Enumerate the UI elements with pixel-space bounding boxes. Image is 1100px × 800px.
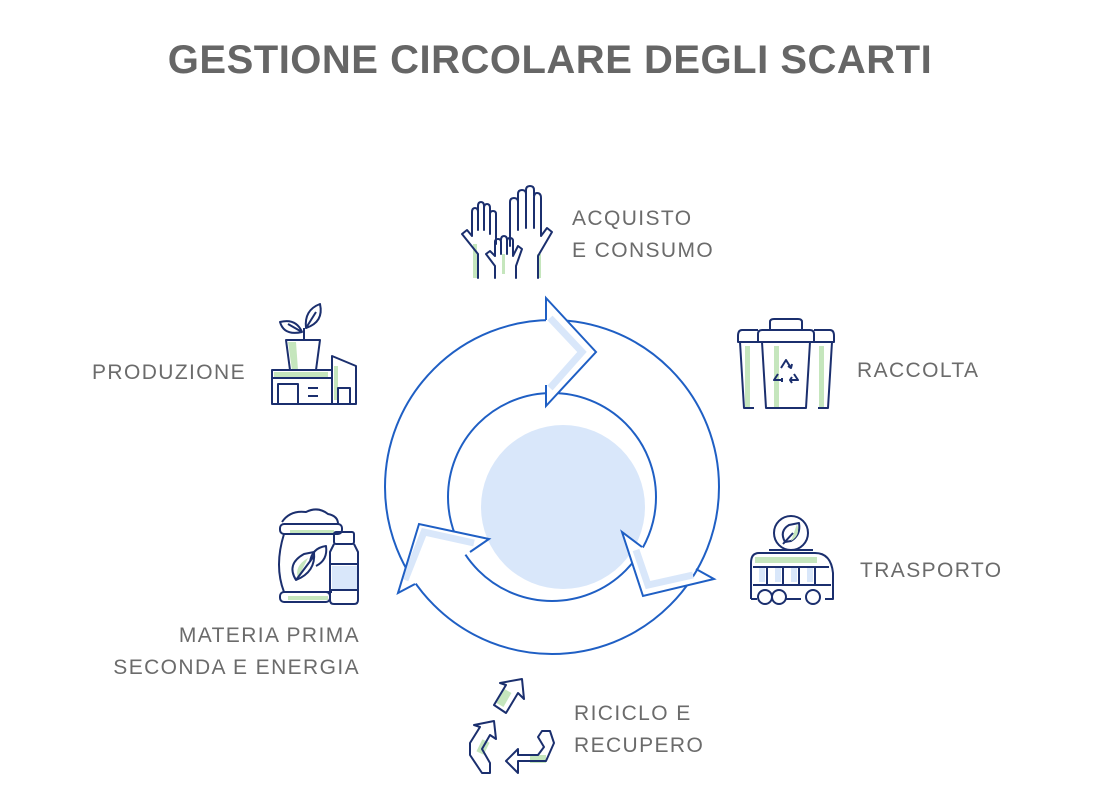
raised-hands-icon bbox=[461, 185, 553, 279]
stage-label-materia: MATERIA PRIMA SECONDA E ENERGIA bbox=[113, 620, 360, 684]
cycle-arrow-top bbox=[545, 295, 598, 409]
cycle-arrow-bottom-right bbox=[620, 529, 717, 598]
label-line: MATERIA PRIMA bbox=[178, 624, 360, 647]
label-line: E CONSUMO bbox=[572, 239, 715, 262]
stage-label-acquisto: ACQUISTO E CONSUMO bbox=[572, 203, 714, 267]
label-line: PRODUZIONE bbox=[91, 361, 246, 384]
label-line: RICICLO E bbox=[574, 702, 692, 725]
recycle-arrows-icon bbox=[469, 678, 555, 774]
label-line: SECONDA E ENERGIA bbox=[113, 656, 360, 679]
label-line: RACCOLTA bbox=[857, 359, 980, 382]
label-line: ACQUISTO bbox=[572, 207, 693, 230]
stage-label-raccolta: RACCOLTA bbox=[857, 355, 979, 387]
stage-label-riciclo: RICICLO E RECUPERO bbox=[574, 698, 704, 762]
center-circle bbox=[481, 425, 645, 589]
stage-label-trasporto: TRASPORTO bbox=[860, 555, 1003, 587]
recycling-bins-icon bbox=[737, 318, 835, 409]
stage-label-produzione: PRODUZIONE bbox=[92, 357, 246, 389]
sack-and-bottle-icon bbox=[278, 508, 359, 605]
label-line: RECUPERO bbox=[574, 734, 705, 757]
eco-bus-icon bbox=[750, 515, 834, 605]
cycle-arrow-left bbox=[396, 522, 492, 596]
label-line: TRASPORTO bbox=[860, 559, 1003, 582]
page-title: GESTIONE CIRCOLARE DEGLI SCARTI bbox=[167, 38, 933, 82]
eco-factory-icon bbox=[271, 303, 357, 405]
